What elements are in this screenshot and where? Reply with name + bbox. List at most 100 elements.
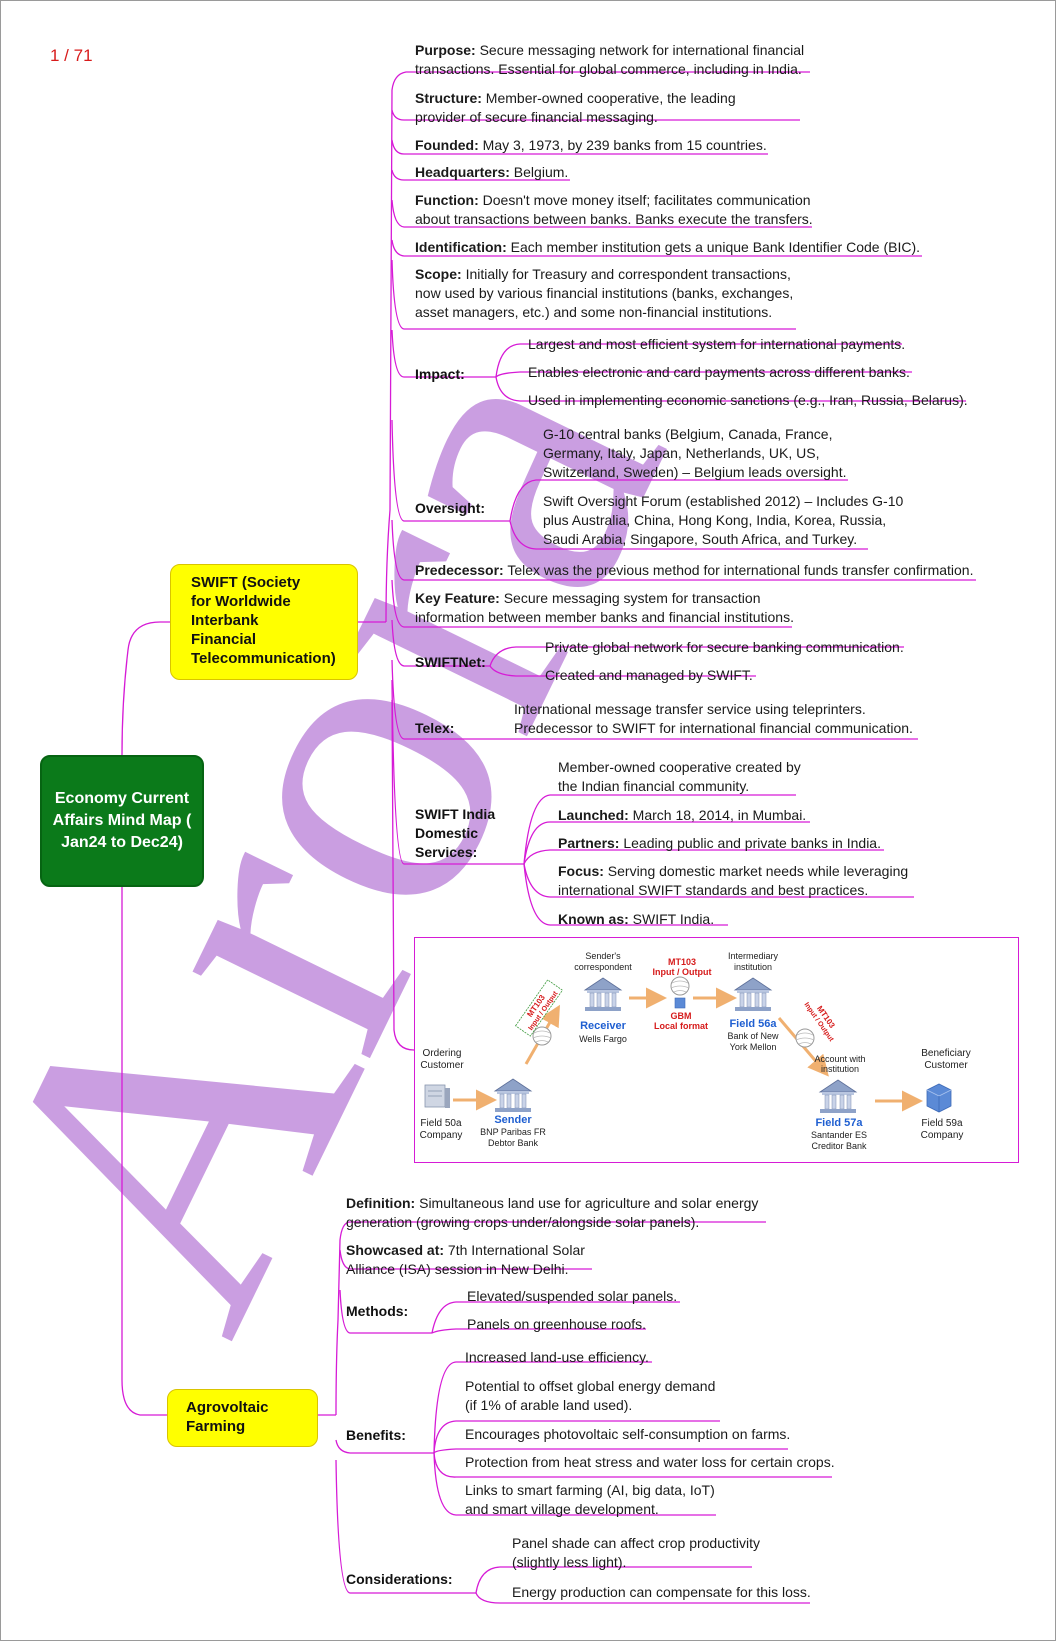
- headquarters-node: Headquarters: Belgium.: [415, 163, 568, 182]
- flow-text: Ordering: [422, 1048, 462, 1059]
- agro-title-line: Agrovoltaic: [186, 1399, 269, 1416]
- india-partners-label: Partners:: [558, 835, 620, 851]
- flow-text: Account with: [814, 1054, 866, 1064]
- structure-label: Structure:: [415, 90, 482, 106]
- agro-title-line: Farming: [186, 1418, 246, 1435]
- swift-title-line: Telecommunication): [191, 650, 336, 667]
- benefit-item: Increased land-use efficiency.: [465, 1349, 649, 1365]
- headquarters-label: Headquarters:: [415, 164, 510, 180]
- receiver-sub-label: Wells Fargo: [579, 1034, 627, 1044]
- flow-text: Company: [419, 1130, 463, 1141]
- root-node[interactable]: Economy Current Affairs Mind Map ( Jan24…: [40, 755, 204, 887]
- oversight-line: Germany, Italy, Japan, Netherlands, UK, …: [543, 445, 820, 461]
- swift-title-line: SWIFT (Society: [191, 574, 301, 591]
- benefit-line: (if 1% of arable land used).: [465, 1397, 633, 1413]
- agro-topic-node[interactable]: Agrovoltaic Farming: [167, 1389, 318, 1447]
- flow-text: Company: [920, 1130, 964, 1141]
- function-text: Doesn't move money itself; facilitates c…: [478, 192, 811, 208]
- swift-title-line: Financial: [191, 631, 257, 648]
- intermediary-bank-icon: [734, 977, 772, 1012]
- scope-text: asset managers, etc.) and some non-finan…: [415, 304, 773, 320]
- swift-globe-icon: [670, 976, 690, 996]
- swift-topic-node[interactable]: SWIFT (Society for Worldwide Interbank F…: [170, 564, 358, 680]
- methods-label: Methods:: [346, 1303, 409, 1319]
- field57a-label: Field 57a: [815, 1117, 863, 1129]
- key-feature-node: Key Feature: Secure messaging system for…: [415, 589, 794, 627]
- swift-title-line: Interbank: [191, 612, 259, 629]
- purpose-text: Secure messaging network for internation…: [475, 42, 805, 58]
- identification-node: Identification: Each member institution …: [415, 238, 920, 257]
- india-focus-text: Serving domestic market needs while leve…: [603, 863, 909, 879]
- function-text: about transactions between banks. Banks …: [415, 211, 813, 227]
- oversight-line: Switzerland, Sweden) – Belgium leads ove…: [543, 464, 847, 480]
- flow-text: Customer: [420, 1060, 464, 1071]
- swiftnet-item: Private global network for secure bankin…: [545, 639, 904, 655]
- flow-graphics: MT103 Input / Output MT103 Input / Outpu…: [424, 976, 952, 1114]
- headquarters-text: Belgium.: [509, 164, 569, 180]
- key-feature-text: information between member banks and fin…: [415, 609, 794, 625]
- impact-label: Impact:: [415, 366, 465, 382]
- sender-label: Sender: [494, 1114, 532, 1126]
- swift-flow-diagram: MT103 Input / Output MT103 Input / Outpu…: [414, 937, 1019, 1163]
- india-focus-label: Focus:: [558, 863, 604, 879]
- benefit-item: Links to smart farming (AI, big data, Io…: [465, 1481, 715, 1519]
- root-label: Economy Current Affairs Mind Map ( Jan24…: [52, 790, 192, 851]
- gbm-server-icon: [674, 997, 686, 1009]
- flow-text: institution: [733, 962, 773, 972]
- benefit-item: Encourages photovoltaic self-consumption…: [465, 1426, 791, 1442]
- showcased-text: Alliance (ISA) session in New Delhi.: [346, 1261, 569, 1277]
- oversight-line: plus Australia, China, Hong Kong, India,…: [543, 512, 887, 528]
- impact-item: Largest and most efficient system for in…: [528, 336, 906, 352]
- function-node: Function: Doesn't move money itself; fac…: [415, 191, 813, 229]
- flow-text: Santander ES: [810, 1130, 868, 1140]
- definition-text: Simultaneous land use for agriculture an…: [415, 1195, 759, 1211]
- definition-label: Definition:: [346, 1195, 416, 1211]
- flow-text: Local format: [653, 1021, 708, 1031]
- telex-line: International message transfer service u…: [514, 701, 866, 717]
- benefit-line: Links to smart farming (AI, big data, Io…: [465, 1482, 715, 1498]
- swift-globe-icon: [795, 1028, 815, 1048]
- receiver-bank-icon: [584, 977, 622, 1012]
- method-item: Elevated/suspended solar panels.: [467, 1288, 678, 1304]
- showcased-text: 7th International Solar: [444, 1242, 585, 1258]
- flow-text: Field 59a: [921, 1118, 963, 1129]
- scope-label: Scope:: [415, 266, 462, 282]
- definition-node: Definition: Simultaneous land use for ag…: [346, 1194, 758, 1232]
- oversight-line: Saudi Arabia, Singapore, South Africa, a…: [543, 531, 858, 547]
- swiftnet-label: SWIFTNet:: [415, 654, 486, 670]
- flow-text: Input / Output: [652, 967, 712, 977]
- swift-india-label-line: Services:: [415, 844, 478, 860]
- india-launched-label: Launched:: [558, 807, 629, 823]
- india-coop-line: Member-owned cooperative created by: [558, 759, 801, 775]
- benefit-item: Potential to offset global energy demand…: [465, 1377, 715, 1415]
- consideration-item: Panel shade can affect crop productivity…: [512, 1534, 760, 1572]
- flow-text: Bank of New: [727, 1031, 779, 1041]
- predecessor-node: Predecessor: Telex was the previous meth…: [415, 561, 973, 580]
- flow-text: Customer: [924, 1060, 968, 1071]
- india-partners-text: Leading public and private banks in Indi…: [619, 835, 881, 851]
- scope-text: now used by various financial institutio…: [415, 285, 794, 301]
- oversight-item: G-10 central banks (Belgium, Canada, Fra…: [543, 425, 847, 482]
- predecessor-label: Predecessor:: [415, 562, 504, 578]
- founded-label: Founded:: [415, 137, 479, 153]
- flow-text: Debtor Bank: [487, 1138, 539, 1148]
- india-known-label: Known as:: [558, 911, 629, 927]
- flow-text: institution: [820, 1064, 860, 1074]
- india-coop-line: the Indian financial community.: [558, 778, 750, 794]
- structure-node: Structure: Member-owned cooperative, the…: [415, 89, 736, 127]
- swift-india-label-line: SWIFT India: [415, 806, 496, 822]
- structure-text: provider of secure financial messaging.: [415, 109, 658, 125]
- identification-label: Identification:: [415, 239, 507, 255]
- ordering-server-icon: [424, 1084, 450, 1108]
- benefit-line: Potential to offset global energy demand: [465, 1378, 716, 1394]
